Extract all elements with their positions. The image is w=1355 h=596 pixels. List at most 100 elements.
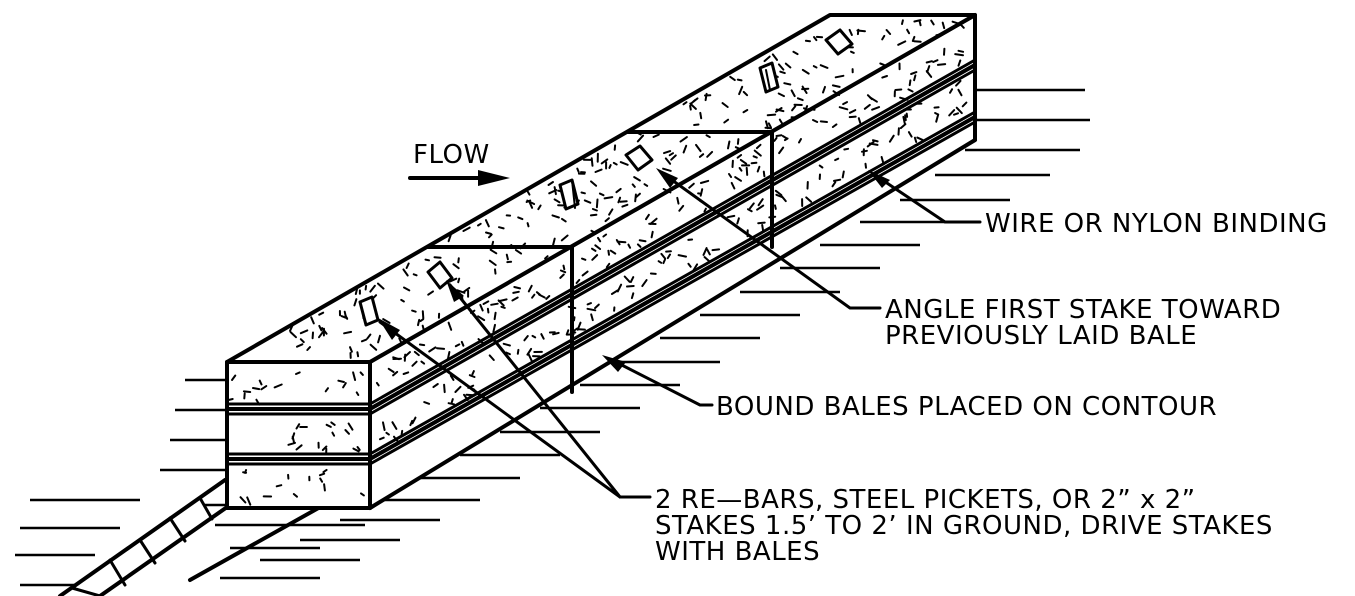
straw-speck — [306, 346, 311, 351]
straw-speck — [615, 187, 622, 194]
straw-speck — [369, 284, 376, 293]
straw-speck — [382, 318, 391, 324]
straw-speck — [322, 468, 328, 474]
straw-speck — [498, 226, 505, 230]
straw-speck — [319, 477, 324, 483]
straw-speck — [484, 219, 490, 228]
straw-speck — [463, 393, 469, 401]
straw-speck — [400, 298, 405, 303]
straw-speck — [514, 249, 523, 255]
straw-speck — [597, 236, 602, 243]
angle-stake-label-line1: ANGLE FIRST STAKE TOWARD — [885, 295, 1281, 325]
straw-speck — [609, 249, 617, 255]
straw-speck — [454, 385, 462, 393]
straw-speck — [318, 472, 326, 477]
straw-speck — [605, 262, 611, 269]
straw-speck — [762, 170, 766, 178]
straw-speck — [364, 284, 368, 291]
straw-speck — [784, 62, 792, 69]
straw-speck — [822, 85, 826, 94]
straw-speck — [643, 183, 649, 187]
straw-speck — [519, 242, 527, 250]
straw-speck — [291, 435, 295, 444]
straw-speck — [413, 350, 420, 357]
straw-speck — [630, 292, 635, 300]
straw-speck — [899, 96, 909, 101]
straw-speck — [387, 367, 395, 373]
straw-speck — [736, 154, 743, 159]
straw-speck — [805, 196, 813, 203]
straw-speck — [393, 435, 399, 443]
angle-stake-label-line2: PREVIOUSLY LAID BALE — [885, 321, 1197, 351]
straw-speck — [551, 214, 560, 219]
straw-speck — [462, 226, 471, 232]
straw-speck — [608, 164, 612, 169]
straw-speck — [792, 50, 799, 56]
straw-speck — [723, 118, 730, 124]
straw-speck — [330, 421, 336, 426]
straw-speck — [682, 144, 688, 154]
straw-speck — [885, 29, 892, 35]
straw-speck — [411, 309, 417, 313]
straw-speck — [864, 162, 867, 169]
straw-speck — [511, 296, 519, 302]
straw-speck — [516, 348, 520, 355]
straw-speck — [586, 307, 597, 312]
straw-speck — [398, 337, 403, 344]
straw-speck — [907, 88, 914, 93]
straw-speck — [295, 444, 303, 451]
straw-speck — [773, 136, 778, 142]
straw-speck — [295, 371, 301, 375]
straw-speck — [752, 155, 758, 159]
straw-speck — [702, 247, 708, 256]
straw-speck — [745, 166, 749, 176]
straw-speck — [598, 192, 605, 197]
straw-speck — [926, 65, 931, 74]
straw-speck — [749, 202, 755, 210]
straw-speck — [813, 36, 818, 42]
straw-speck — [421, 310, 425, 320]
straw-speck — [913, 74, 917, 82]
stake-3 — [558, 178, 580, 211]
straw-speck — [540, 333, 545, 340]
bound-bales-label: BOUND BALES PLACED ON CONTOUR — [716, 392, 1217, 422]
straw-speck — [774, 189, 783, 196]
straw-speck — [910, 71, 918, 75]
straw-speck — [953, 112, 959, 116]
straw-speck — [812, 65, 818, 69]
straw-speck — [652, 133, 660, 138]
straw-speck — [366, 333, 372, 340]
straw-speck — [666, 253, 671, 260]
binding-label: WIRE OR NYLON BINDING — [985, 209, 1328, 239]
straw-speck — [687, 262, 692, 268]
straw-speck — [402, 268, 409, 277]
straw-speck — [544, 255, 549, 260]
straw-speck — [343, 330, 353, 335]
straw-speck — [629, 276, 635, 283]
straw-speck — [583, 199, 592, 204]
straw-speck — [526, 347, 533, 356]
straw-speck — [682, 101, 688, 106]
straw-speck — [660, 252, 667, 260]
straw-speck — [562, 264, 566, 271]
straw-speck — [881, 34, 886, 41]
straw-speck — [913, 40, 922, 43]
straw-speck — [834, 74, 845, 79]
straw-speck — [954, 53, 964, 57]
straw-speck — [649, 217, 658, 225]
straw-speck — [850, 50, 855, 54]
straw-speck — [450, 398, 454, 404]
straw-speck — [879, 62, 886, 66]
straw-speck — [559, 269, 567, 274]
straw-speck — [916, 136, 924, 141]
straw-speck — [377, 282, 385, 290]
straw-speck — [454, 343, 461, 348]
straw-speck — [344, 314, 349, 320]
straw-speck — [382, 421, 386, 431]
straw-speck — [693, 123, 700, 126]
straw-speck — [477, 222, 482, 227]
straw-speck — [379, 436, 385, 441]
straw-speck — [391, 421, 398, 430]
straw-speck — [747, 208, 753, 213]
straw-speck — [761, 224, 765, 233]
